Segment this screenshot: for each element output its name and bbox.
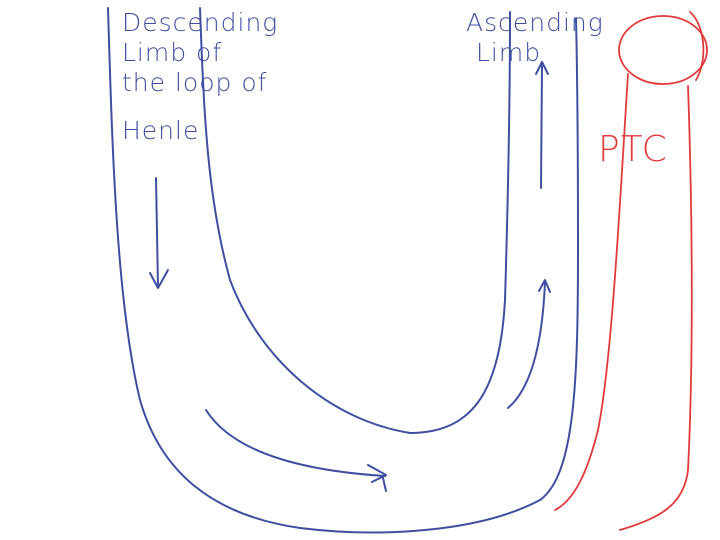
descending-label-line-1: Descending — [122, 8, 279, 37]
ptc-capillary-left-wall — [554, 73, 629, 511]
ascending-limb-label: Ascending Limb — [466, 8, 604, 68]
loop-outer-wall — [107, 7, 579, 534]
ptc-label: PTC — [598, 129, 668, 170]
ptc-capillary-right-wall — [619, 85, 693, 531]
ascending-flow-arrow-upper — [540, 65, 543, 189]
descending-label-line-4: Henle — [122, 116, 200, 145]
bottom-arrowhead — [367, 464, 387, 492]
descending-label-line-2: Limb of — [122, 38, 223, 67]
descending-label-line-3: the loop of — [122, 68, 268, 97]
ascending-flow-arrow-lower — [507, 281, 546, 409]
ascending-arrowhead-upper — [535, 61, 549, 75]
ptc-capillary-opening — [618, 15, 708, 85]
ptc-capillary-opening-overlap — [689, 11, 705, 81]
bottom-flow-arrow — [205, 409, 386, 477]
descending-arrowhead — [149, 269, 169, 289]
ascending-label-line-2: Limb — [476, 38, 542, 67]
ascending-label-line-1: Ascending — [466, 8, 604, 37]
descending-flow-arrow — [155, 177, 159, 288]
ascending-arrowhead-lower — [538, 279, 551, 293]
descending-limb-label: Descending Limb of the loop of Henle — [122, 8, 278, 146]
loop-inner-wall — [199, 7, 511, 434]
